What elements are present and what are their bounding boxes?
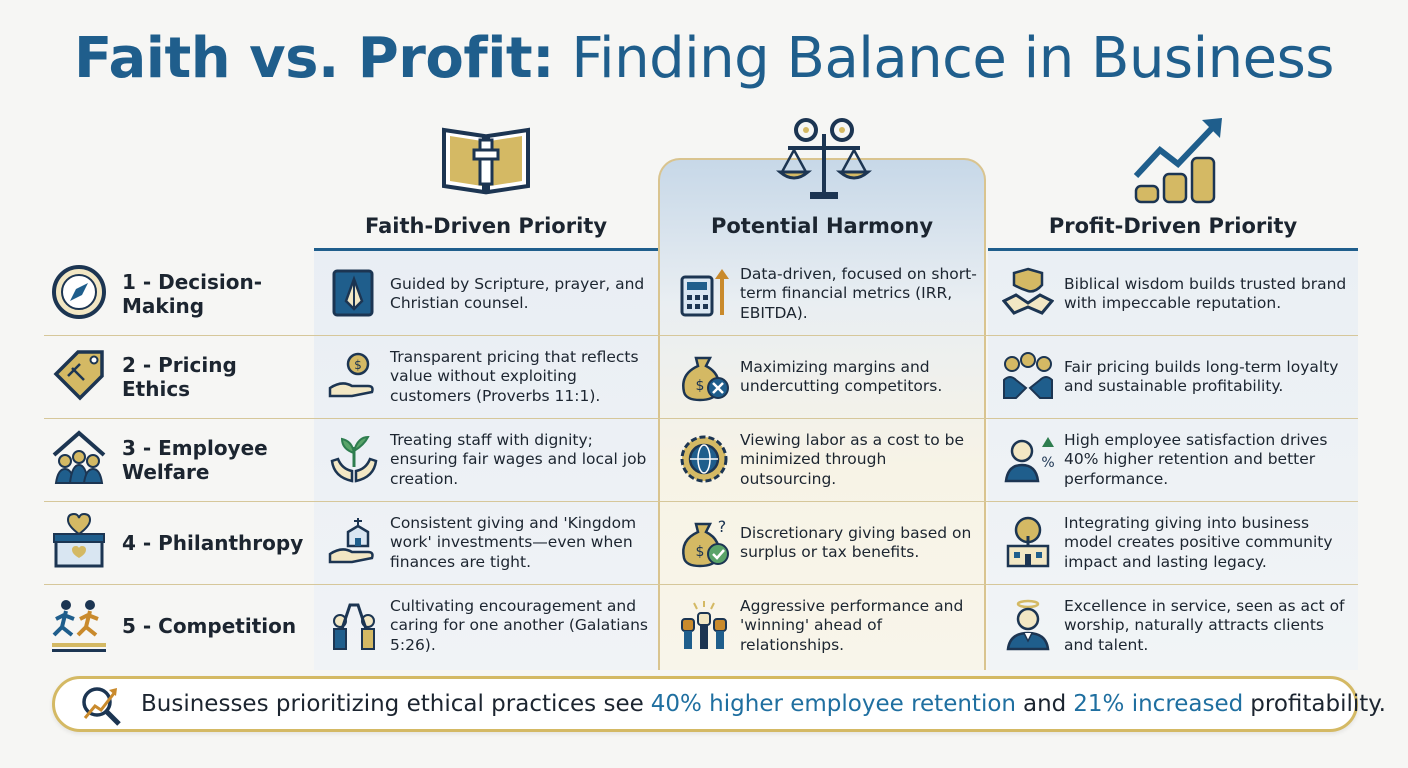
banner-text: Businesses prioritizing ethical practice… <box>141 679 1386 729</box>
harmony-cell: $ ? Discretionary giving based on surplu… <box>678 502 978 584</box>
harmony-text: Discretionary giving based on surplus or… <box>740 523 972 561</box>
header-rule-profit <box>988 248 1358 251</box>
profit-cell: Excellence in service, seen as act of wo… <box>1002 585 1352 667</box>
svg-text:$: $ <box>696 378 705 394</box>
svg-text:$: $ <box>354 358 362 372</box>
harmony-cell: Aggressive performance and 'winning' ahe… <box>678 585 978 667</box>
profit-cell: Integrating giving into business model c… <box>1002 502 1352 584</box>
bible-cross-icon <box>442 127 530 195</box>
row-divider <box>44 418 1358 419</box>
faith-text: Transparent pricing that reflects value … <box>390 347 639 405</box>
high-five-icon <box>333 603 375 650</box>
row-category-competition: 5 - Competition <box>50 585 310 667</box>
row-divider <box>44 501 1358 502</box>
house-people-icon <box>52 430 106 484</box>
compass-icon <box>52 265 106 319</box>
calculator-arrow-icon <box>680 269 729 317</box>
banner-highlight-retention: 40% higher employee retention <box>650 691 1016 717</box>
tree-building-icon <box>1006 516 1050 568</box>
profit-cell: Biblical wisdom builds trusted brand wit… <box>1002 253 1352 335</box>
row-category-philanthropy: 4 - Philanthropy <box>50 502 310 584</box>
column-header-profit: Profit-Driven Priority <box>1048 214 1298 238</box>
globe-gear-icon <box>680 435 728 483</box>
faith-cell: $ Transparent pricing that reflects valu… <box>328 336 650 418</box>
profit-text: High employee satisfaction drives 40% hi… <box>1064 430 1328 488</box>
profit-text: Integrating giving into business model c… <box>1064 513 1333 571</box>
heart-box-icon <box>53 512 105 568</box>
profit-text: Biblical wisdom builds trusted brand wit… <box>1064 274 1347 312</box>
employee-percent-icon: % <box>1004 437 1054 483</box>
row-label: 2 - Pricing Ethics <box>122 353 237 401</box>
faith-text: Treating staff with dignity; ensuring fa… <box>390 430 647 488</box>
faith-text: Guided by Scripture, prayer, and Christi… <box>390 274 645 312</box>
row-divider <box>44 584 1358 585</box>
harmony-cell: Viewing labor as a cost to be minimized … <box>678 419 978 501</box>
harmony-text: Aggressive performance and 'winning' ahe… <box>740 596 964 654</box>
price-tag-scale-icon <box>53 350 104 401</box>
money-bag-x-icon: $ <box>682 356 729 402</box>
row-label: 3 - Employee Welfare <box>122 436 268 484</box>
rising-chart-coins-icon <box>1133 118 1222 204</box>
svg-text:?: ? <box>718 517 727 536</box>
banner-part: profitability. <box>1250 691 1386 717</box>
hand-coin-icon: $ <box>328 352 374 398</box>
runners-icon <box>52 600 106 652</box>
money-bag-check-icon: $ ? <box>682 517 729 568</box>
row-label: 1 - Decision-Making <box>122 270 263 318</box>
column-header-harmony: Potential Harmony <box>710 214 934 238</box>
harmony-cell: $ Maximizing margins and undercutting co… <box>678 336 978 418</box>
hand-church-icon <box>328 518 374 564</box>
faith-cell: Consistent giving and 'Kingdom work' inv… <box>328 502 650 584</box>
praying-hands-bible-icon <box>332 269 374 317</box>
halo-person-icon <box>1006 599 1050 651</box>
header-rule-faith <box>314 248 658 251</box>
faith-cell: Cultivating encouragement and caring for… <box>328 585 650 667</box>
people-coins-icon <box>1003 352 1053 399</box>
row-label: 4 - Philanthropy <box>122 531 304 555</box>
banner-part: Businesses prioritizing ethical practice… <box>141 691 644 717</box>
hands-sprout-icon <box>330 435 378 483</box>
row-label: 5 - Competition <box>122 614 297 638</box>
profit-cell: Fair pricing builds long-term loyalty an… <box>1002 336 1352 418</box>
profit-column-background <box>988 250 1358 670</box>
scales-gears-icon <box>776 118 872 199</box>
handshake-shield-icon <box>1002 267 1054 315</box>
faith-text: Consistent giving and 'Kingdom work' inv… <box>390 513 637 571</box>
column-header-faith: Faith-Driven Priority <box>364 214 608 238</box>
faith-text: Cultivating encouragement and caring for… <box>390 596 648 654</box>
page-title: Faith vs. Profit: Finding Balance in Bus… <box>74 26 1334 91</box>
harmony-text: Maximizing margins and undercutting comp… <box>740 357 943 395</box>
row-category-decision-making: 1 - Decision-Making <box>50 253 310 335</box>
banner-part: and <box>1023 691 1067 717</box>
harmony-text: Viewing labor as a cost to be minimized … <box>740 430 964 488</box>
faith-cell: Treating staff with dignity; ensuring fa… <box>328 419 650 501</box>
row-category-pricing-ethics: 2 - Pricing Ethics <box>50 336 310 418</box>
profit-cell: % High employee satisfaction drives 40% … <box>1002 419 1352 501</box>
faith-cell: Guided by Scripture, prayer, and Christi… <box>328 253 650 335</box>
row-category-employee-welfare: 3 - Employee Welfare <box>50 419 310 501</box>
banner-highlight-profitability: 21% increased <box>1073 691 1244 717</box>
magnifier-chart-icon <box>82 687 121 726</box>
profit-text: Excellence in service, seen as act of wo… <box>1064 596 1345 654</box>
profit-text: Fair pricing builds long-term loyalty an… <box>1064 357 1339 395</box>
row-divider <box>44 335 1358 336</box>
harmony-cell: Data-driven, focused on short-term finan… <box>678 253 978 335</box>
harmony-text: Data-driven, focused on short-term finan… <box>740 264 977 322</box>
svg-text:$: $ <box>696 544 705 560</box>
statistic-banner: Businesses prioritizing ethical practice… <box>52 676 1386 732</box>
raised-fists-icon <box>681 601 727 649</box>
svg-text:%: % <box>1041 455 1054 471</box>
